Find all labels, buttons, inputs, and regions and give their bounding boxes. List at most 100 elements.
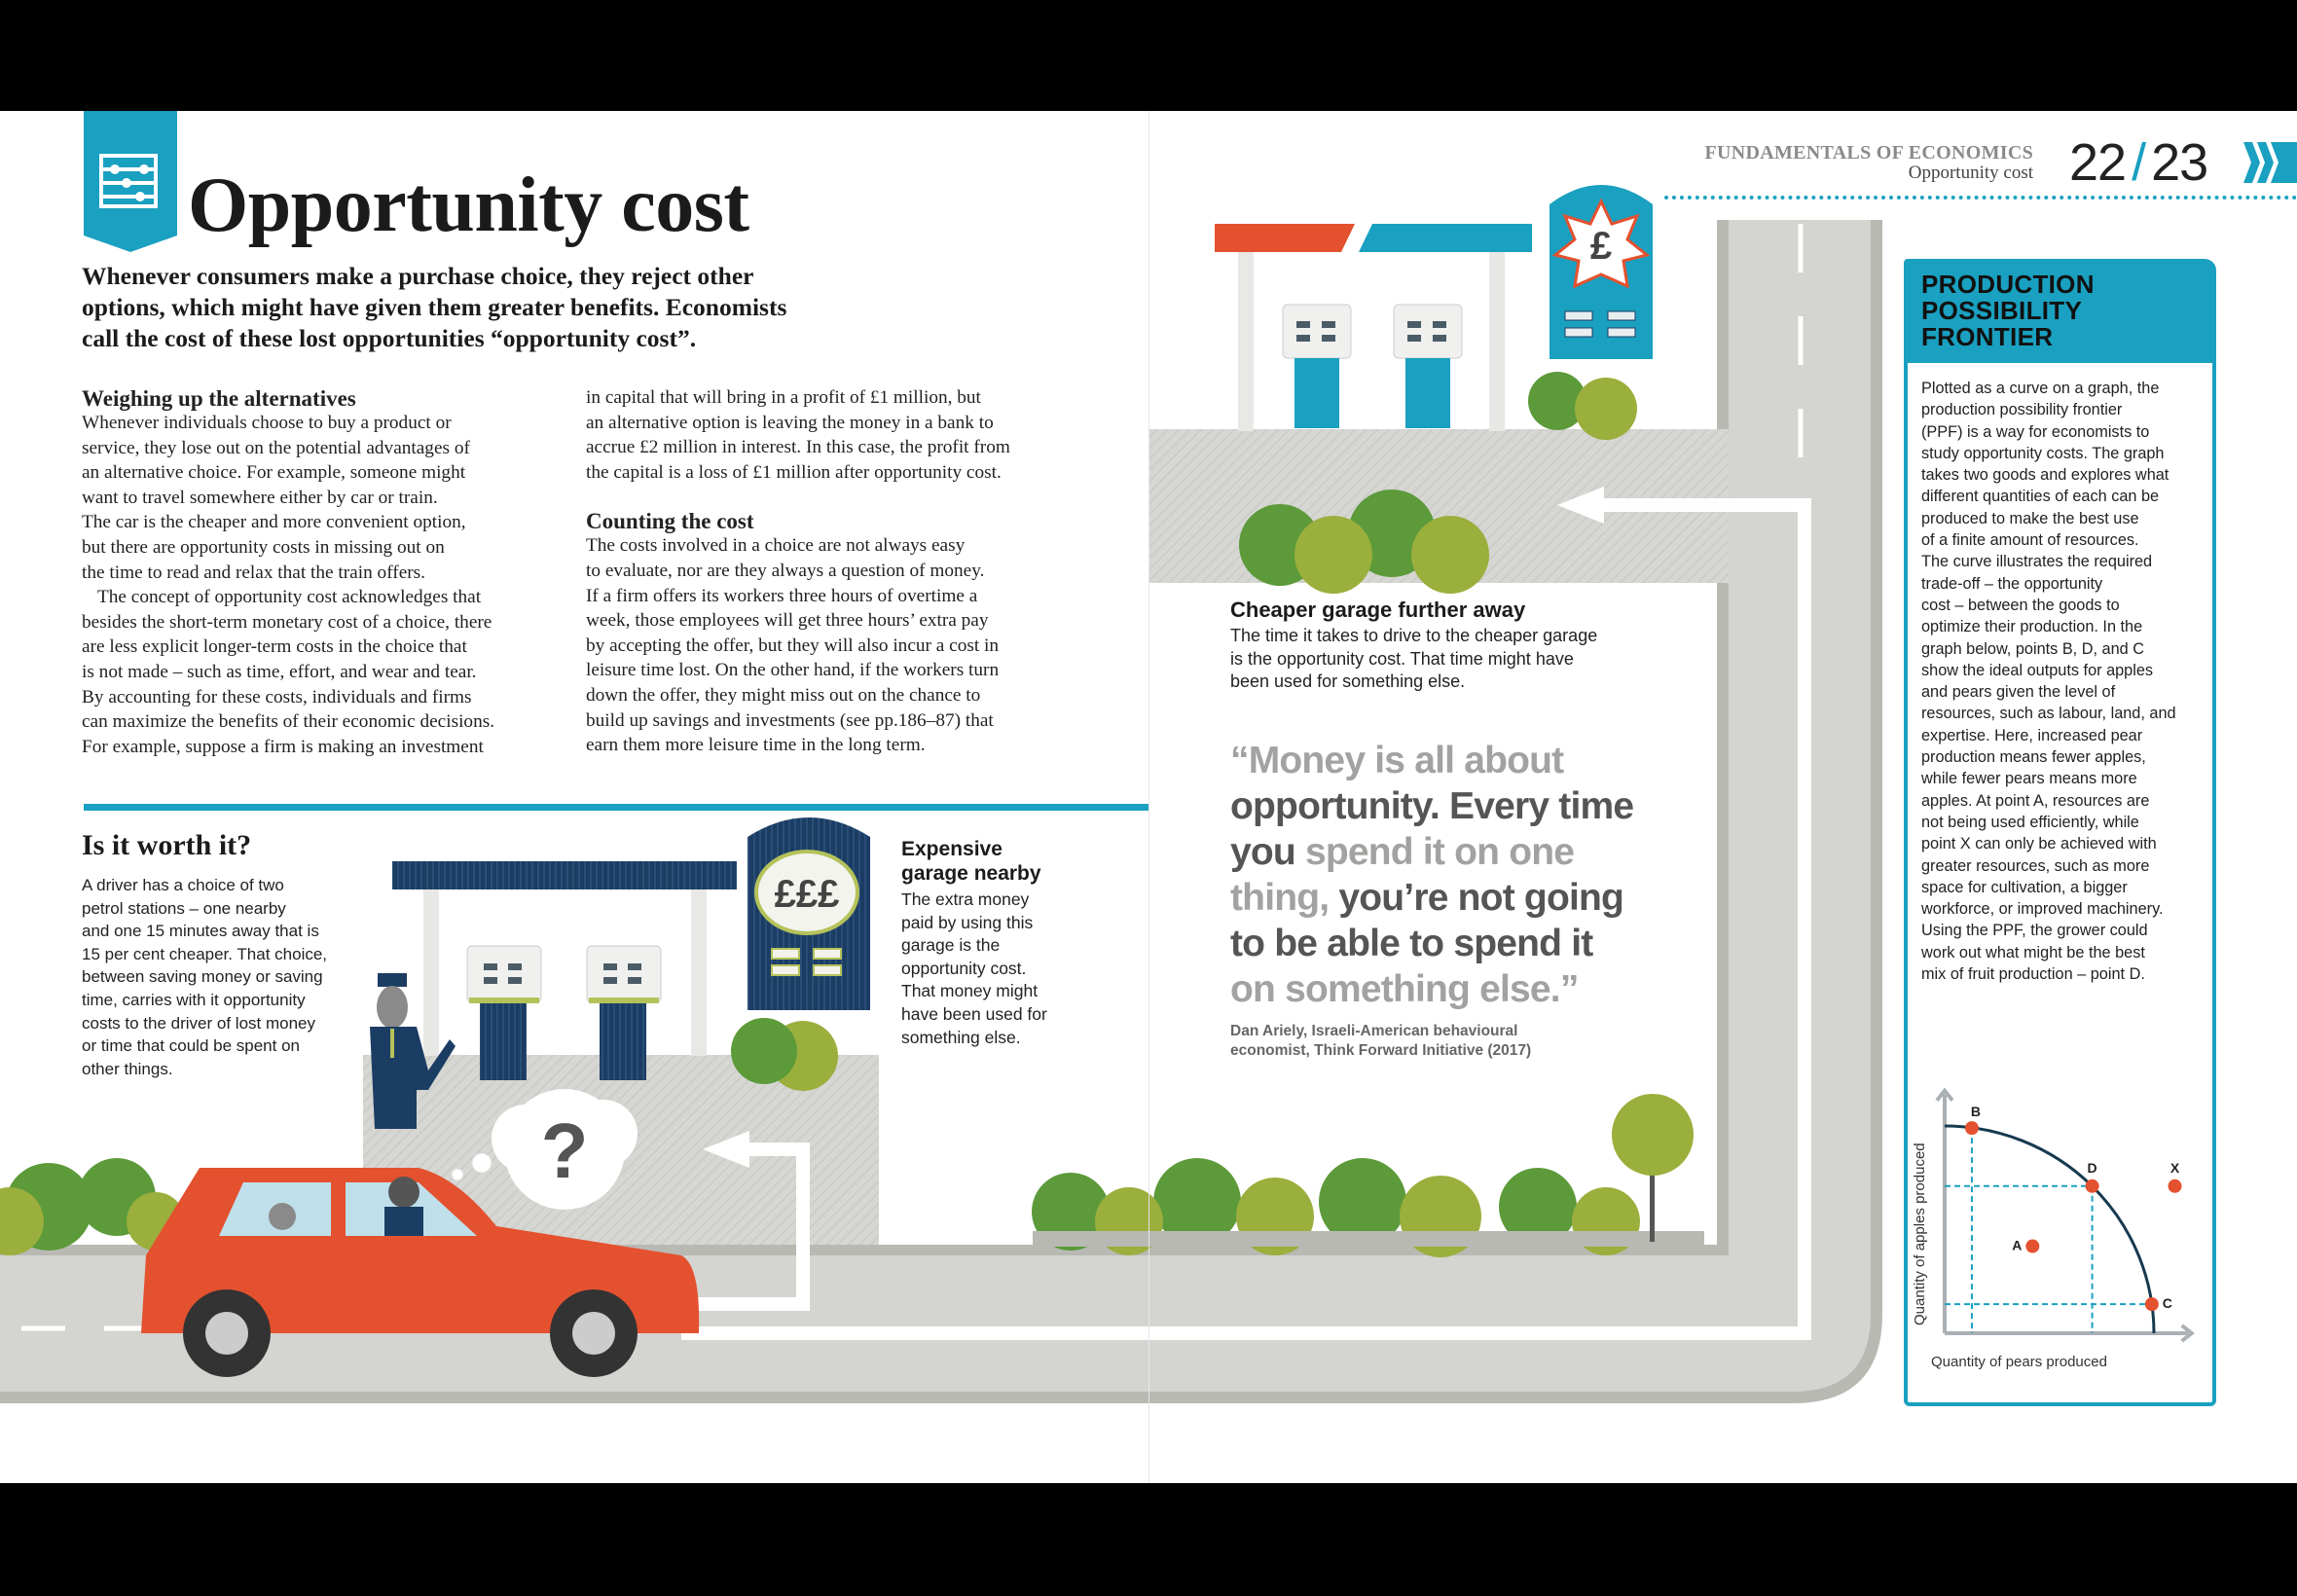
caption-body: The time it takes to drive to the cheape… bbox=[1230, 625, 1597, 694]
route-arrowhead bbox=[703, 1131, 749, 1168]
text-line: not being used efficiently, while bbox=[1921, 813, 2139, 831]
section-body: in capital that will bring in a profit o… bbox=[586, 385, 1010, 485]
text-line: That money might bbox=[901, 981, 1039, 1001]
page-numbers: 22/23 bbox=[2069, 132, 2208, 193]
quote-segment: opportunity. Every time bbox=[1230, 785, 1634, 827]
section-rule bbox=[84, 804, 1148, 811]
page-left: 22 bbox=[2069, 133, 2127, 192]
text-line: besides the short-term monetary cost of … bbox=[82, 611, 492, 633]
star-badge bbox=[1551, 198, 1651, 289]
text-line: earn them more leisure time in the long … bbox=[586, 735, 926, 756]
text-line: garage is the bbox=[901, 935, 1001, 956]
text-line: is not made – such as time, effort, and … bbox=[82, 661, 477, 682]
point-label: X bbox=[2170, 1160, 2180, 1176]
text-line: petrol stations – one nearby bbox=[82, 898, 286, 918]
text-line: The concept of opportunity cost acknowle… bbox=[97, 587, 482, 608]
bushes bbox=[0, 372, 1704, 1257]
text-line: If a firm offers its workers three hours… bbox=[586, 585, 978, 606]
text-line: The curve illustrates the required bbox=[1921, 553, 2153, 571]
attendant bbox=[370, 973, 456, 1129]
route-arrow bbox=[681, 498, 1811, 1340]
text-line: build up savings and investments (see pp… bbox=[586, 709, 994, 731]
abacus-icon bbox=[84, 111, 177, 252]
dotted-divider bbox=[1664, 196, 2297, 200]
quote-line: “Money is all about bbox=[1230, 738, 1633, 783]
quote-segment: thing, bbox=[1230, 877, 1339, 919]
top-letterbox bbox=[0, 0, 2297, 111]
text-line: The car is the cheaper and more convenie… bbox=[82, 512, 466, 533]
running-head: FUNDAMENTALS OF ECONOMICS Opportunity co… bbox=[1704, 142, 2033, 184]
text-line: mix of fruit production – point D. bbox=[1921, 965, 2145, 984]
text-line: week, those employees will get three hou… bbox=[586, 610, 989, 632]
page-right: 23 bbox=[2151, 133, 2208, 192]
section-body: The costs involved in a choice are not a… bbox=[586, 533, 1010, 757]
expensive-garage: £££ bbox=[370, 817, 870, 1129]
car bbox=[141, 1168, 700, 1377]
quote-segment: you’re not going bbox=[1338, 877, 1624, 919]
point-a bbox=[2025, 1239, 2040, 1253]
x-axis-arrow bbox=[2180, 1324, 2195, 1343]
text-line: but there are opportunity costs in missi… bbox=[82, 536, 445, 558]
text-line: graph below, points B, D, and C bbox=[1921, 639, 2144, 658]
page-title: Opportunity cost bbox=[188, 163, 749, 248]
text-line: garage nearby bbox=[901, 862, 1041, 885]
text-line: The time it takes to drive to the cheape… bbox=[1230, 626, 1598, 645]
cheaper-garage-caption: Cheaper garage further away The time it … bbox=[1230, 596, 1597, 694]
route-arrowhead bbox=[1557, 487, 1604, 524]
point-label: C bbox=[2163, 1295, 2172, 1311]
bottom-letterbox bbox=[0, 1483, 2297, 1596]
text-line: point X can only be achieved with bbox=[1921, 835, 2157, 853]
y-axis-label: Quantity of apples produced bbox=[1912, 1143, 1928, 1325]
text-line: options, which might have given them gre… bbox=[82, 293, 787, 321]
text-line: costs to the driver of lost money bbox=[82, 1013, 315, 1033]
text-line: Plotted as a curve on a graph, the bbox=[1921, 380, 2160, 397]
text-line: the time to read and relax that the trai… bbox=[82, 562, 425, 583]
text-line: study opportunity costs. The graph bbox=[1921, 444, 2165, 462]
price-sign-text: £ bbox=[1590, 225, 1612, 268]
point-c bbox=[2144, 1297, 2159, 1312]
question-mark: ? bbox=[541, 1107, 589, 1194]
ppf-curve bbox=[1944, 1124, 2156, 1334]
text-line: optimize their production. In the bbox=[1921, 618, 2143, 636]
quote-segment: on something else.” bbox=[1230, 968, 1579, 1010]
text-line: while fewer pears means more bbox=[1921, 770, 2137, 788]
text-line: accrue £2 million in interest. In this c… bbox=[586, 437, 1010, 458]
point-label: D bbox=[2088, 1160, 2097, 1176]
quote-segment: “Money is all about bbox=[1230, 740, 1564, 781]
text-line: The costs involved in a choice are not a… bbox=[586, 535, 966, 557]
text-line: have been used for bbox=[901, 1003, 1047, 1024]
text-line: economist, Think Forward Initiative (201… bbox=[1230, 1042, 1532, 1059]
point-label: A bbox=[2012, 1238, 2022, 1253]
text-line: an alternative choice. For example, some… bbox=[82, 462, 466, 484]
page-separator: / bbox=[2132, 133, 2146, 192]
text-line: For example, suppose a firm is making an… bbox=[82, 736, 484, 757]
text-line: Whenever consumers make a purchase choic… bbox=[82, 262, 754, 290]
section-title: Opportunity cost bbox=[1908, 163, 2033, 183]
text-line: trade-off – the opportunity bbox=[1921, 574, 2103, 593]
text-line: space for cultivation, a bigger bbox=[1921, 878, 2128, 896]
text-line: of a finite amount of resources. bbox=[1921, 531, 2139, 550]
text-line: or time that could be spent on bbox=[82, 1036, 300, 1056]
column-weighing: Weighing up the alternatives Whenever in… bbox=[82, 385, 494, 759]
tree bbox=[1612, 1094, 1694, 1242]
point-b bbox=[1964, 1121, 1979, 1136]
text-line: in capital that will bring in a profit o… bbox=[586, 387, 981, 408]
text-line: other things. bbox=[82, 1059, 173, 1078]
text-line: A driver has a choice of two bbox=[82, 876, 284, 894]
section-heading: Weighing up the alternatives bbox=[82, 386, 356, 411]
text-line: show the ideal outputs for apples bbox=[1921, 661, 2154, 679]
quote-line: you spend it on one bbox=[1230, 829, 1633, 875]
text-line: different quantities of each can be bbox=[1921, 488, 2160, 506]
caption-heading: Cheaper garage further away bbox=[1230, 598, 1526, 622]
section-heading: Is it worth it? bbox=[82, 829, 252, 861]
text-line: Whenever individuals choose to buy a pro… bbox=[82, 413, 452, 433]
section-heading: Counting the cost bbox=[586, 509, 754, 534]
text-line: produced to make the best use bbox=[1921, 509, 2139, 527]
page-seam bbox=[1148, 111, 1149, 1483]
fuel-pump bbox=[1282, 304, 1352, 428]
